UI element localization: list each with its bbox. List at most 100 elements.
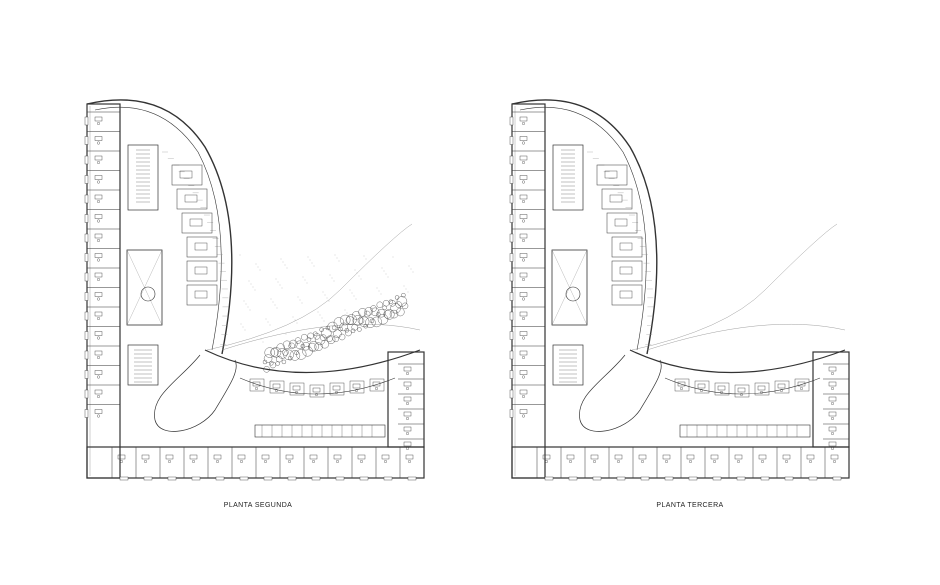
chair [360, 460, 363, 463]
meeting-table [194, 290, 208, 299]
grass-dot [285, 333, 287, 335]
courtyard-edge-low [221, 324, 421, 351]
office-desk [797, 381, 806, 387]
gallery-office [714, 382, 730, 396]
meeting-table [609, 194, 623, 203]
chair [288, 460, 291, 463]
office-desk [519, 175, 528, 180]
tree-canopy [282, 340, 292, 349]
window [688, 476, 698, 481]
office-desk [94, 350, 103, 356]
curved-facade-outer [86, 99, 233, 355]
office-desk [519, 331, 528, 336]
grass-dot [412, 271, 414, 273]
window [784, 476, 794, 481]
office-desk [638, 454, 647, 460]
meeting-room [181, 212, 213, 234]
grass-dot [410, 268, 412, 270]
gallery-arc-inner [239, 377, 396, 395]
chair [375, 387, 378, 390]
window [407, 476, 417, 481]
office-desk [94, 155, 103, 161]
tree-canopy [262, 359, 268, 365]
window [84, 175, 89, 184]
office-desk [806, 454, 815, 460]
chair [522, 219, 525, 223]
office-desk [333, 454, 342, 460]
lobby-curve [579, 354, 662, 432]
window [335, 476, 345, 481]
office-desk [519, 136, 528, 141]
office-desk [828, 426, 837, 432]
gallery-office [674, 378, 690, 392]
gallery-office [269, 380, 285, 394]
gallery-arc-outer [629, 349, 846, 374]
office-desk [357, 454, 366, 460]
window [568, 476, 578, 481]
chair [809, 460, 812, 463]
chair [336, 460, 339, 463]
window [664, 476, 674, 481]
office-desk [758, 454, 767, 460]
grass-dot [255, 263, 257, 265]
office-desk [519, 272, 528, 278]
window [509, 253, 514, 262]
tree-canopy [332, 325, 337, 330]
gallery-office [249, 378, 265, 392]
chair [522, 317, 525, 320]
office-desk [94, 272, 103, 278]
grass-dot [270, 298, 272, 300]
chair [97, 200, 100, 203]
stair-core [552, 144, 584, 211]
office-desk [312, 387, 321, 393]
tree-canopy [401, 293, 406, 298]
courtyard-vegetation [239, 254, 414, 373]
window [215, 476, 225, 481]
window [640, 476, 650, 481]
window [84, 331, 89, 340]
courtyard-edge [206, 223, 413, 351]
grass-dot [304, 279, 306, 281]
south-wing-outline [511, 446, 850, 479]
courtyard-edge-low [646, 324, 846, 351]
window [287, 476, 297, 481]
chair [740, 393, 743, 396]
chair [522, 356, 525, 359]
chair [831, 387, 834, 390]
chair [522, 141, 525, 145]
office-desk [165, 454, 174, 460]
chair [780, 389, 783, 392]
tree-canopy [384, 309, 395, 320]
service-strip [679, 424, 811, 438]
office-desk [381, 454, 390, 460]
tree-canopy [288, 342, 295, 350]
tree-canopy [264, 347, 275, 358]
chair [97, 258, 100, 262]
chair [831, 402, 834, 405]
window [509, 292, 514, 301]
office-desk [403, 411, 412, 417]
void-cross [551, 249, 588, 326]
gallery-office [734, 384, 750, 398]
grass-dot [277, 281, 279, 283]
office-desk [94, 331, 103, 336]
chair [120, 460, 123, 463]
grass-dot [338, 260, 340, 262]
window [808, 476, 818, 481]
meeting-room [186, 260, 218, 282]
office-desk [272, 383, 281, 389]
tree-canopy [288, 356, 293, 361]
meeting-table [189, 218, 203, 227]
tree-canopy [276, 343, 285, 352]
window [84, 350, 89, 360]
window [509, 194, 514, 204]
tree-canopy [395, 301, 402, 308]
grass-dot [282, 261, 284, 263]
tree-canopy [333, 329, 342, 338]
grass-dot [351, 292, 353, 294]
grass-dot [403, 285, 405, 287]
chair [406, 387, 409, 390]
chair [522, 336, 525, 340]
tree-canopy [314, 342, 323, 351]
chair [406, 417, 409, 420]
